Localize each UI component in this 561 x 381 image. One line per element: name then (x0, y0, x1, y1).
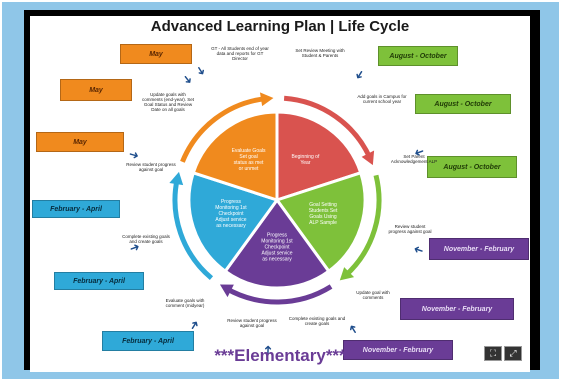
step-text-8: Review student progress against goal (227, 318, 277, 328)
flow-arrow-10: ➜ (179, 71, 196, 88)
flow-arrow-5: ➜ (344, 321, 361, 337)
month-box-may-2: May (60, 79, 132, 101)
slide-canvas: Advanced Learning Plan | Life Cycle Begi… (30, 16, 530, 372)
wheel-segment-1 (275, 110, 363, 203)
step-text-1: GT - All Students end of year data and r… (211, 46, 269, 61)
flow-arrow-3: ➜ (412, 144, 426, 161)
cycle-arrow-2 (343, 174, 382, 278)
step-text-10: Complete existing goals and create goals (122, 234, 170, 244)
month-box-may-1: May (120, 44, 192, 64)
cycle-arrowhead-4 (169, 171, 184, 186)
cycle-arrowhead-2 (339, 267, 355, 281)
month-box-nov-feb-3: November - February (343, 340, 453, 360)
month-box-feb-apr-3: February - April (102, 331, 194, 351)
page-title: Advanced Learning Plan | Life Cycle (150, 18, 410, 35)
step-text-9: Evaluate goals with comment (midyear) (165, 298, 205, 308)
month-box-feb-apr-1: February - April (32, 200, 120, 218)
footer-label: ***Elementary*** (214, 346, 346, 365)
cycle-arrowhead-5 (259, 92, 274, 107)
month-box-feb-apr-2: February - April (54, 272, 144, 290)
fullscreen-button[interactable]: ⤢ (504, 346, 522, 361)
flow-arrow-6: ➜ (261, 344, 275, 355)
cycle-arrowhead-3 (219, 284, 234, 298)
wheel-segment-4 (187, 170, 280, 274)
step-text-7: Complete existing goals and create goals (288, 316, 346, 326)
month-box-aug-oct-2: August - October (415, 94, 511, 114)
month-box-nov-feb-2: November - February (400, 298, 514, 320)
month-box-may-3: May (36, 132, 124, 152)
flow-arrow-8: ➜ (128, 239, 142, 256)
step-text-5: Review student progress against goal (388, 224, 432, 234)
flow-arrow-4: ➜ (411, 242, 425, 258)
flow-arrow-2: ➜ (351, 67, 368, 83)
expand-button[interactable]: ⛶ (484, 346, 502, 361)
step-text-2: Set Review Meeting with Student & Parent… (295, 48, 345, 58)
cycle-arrow-4 (172, 178, 214, 281)
month-box-nov-feb-1: November - February (429, 238, 529, 260)
month-box-aug-oct-3: August - October (427, 156, 517, 178)
cycle-arrow-3 (224, 284, 333, 305)
cycle-arrow-5 (180, 96, 267, 163)
flow-arrow-9: ➜ (127, 147, 141, 163)
step-text-3: Add goals in Campus for current school y… (357, 94, 407, 104)
wheel-segment-5 (191, 110, 279, 203)
step-text-4: Set Parent Acknowledgement ALP (390, 154, 438, 164)
step-text-11: Review student progress against goal (126, 162, 176, 172)
step-text-12: Update goals with comments (end-year). S… (141, 92, 195, 112)
wheel-segment-3 (223, 197, 331, 290)
cycle-arrowhead-1 (361, 150, 375, 166)
cycle-arrow-1 (283, 95, 373, 160)
step-text-6: Update goal with comments (356, 290, 390, 300)
wheel-segment-2 (274, 170, 367, 274)
month-box-aug-oct-1: August - October (378, 46, 458, 66)
